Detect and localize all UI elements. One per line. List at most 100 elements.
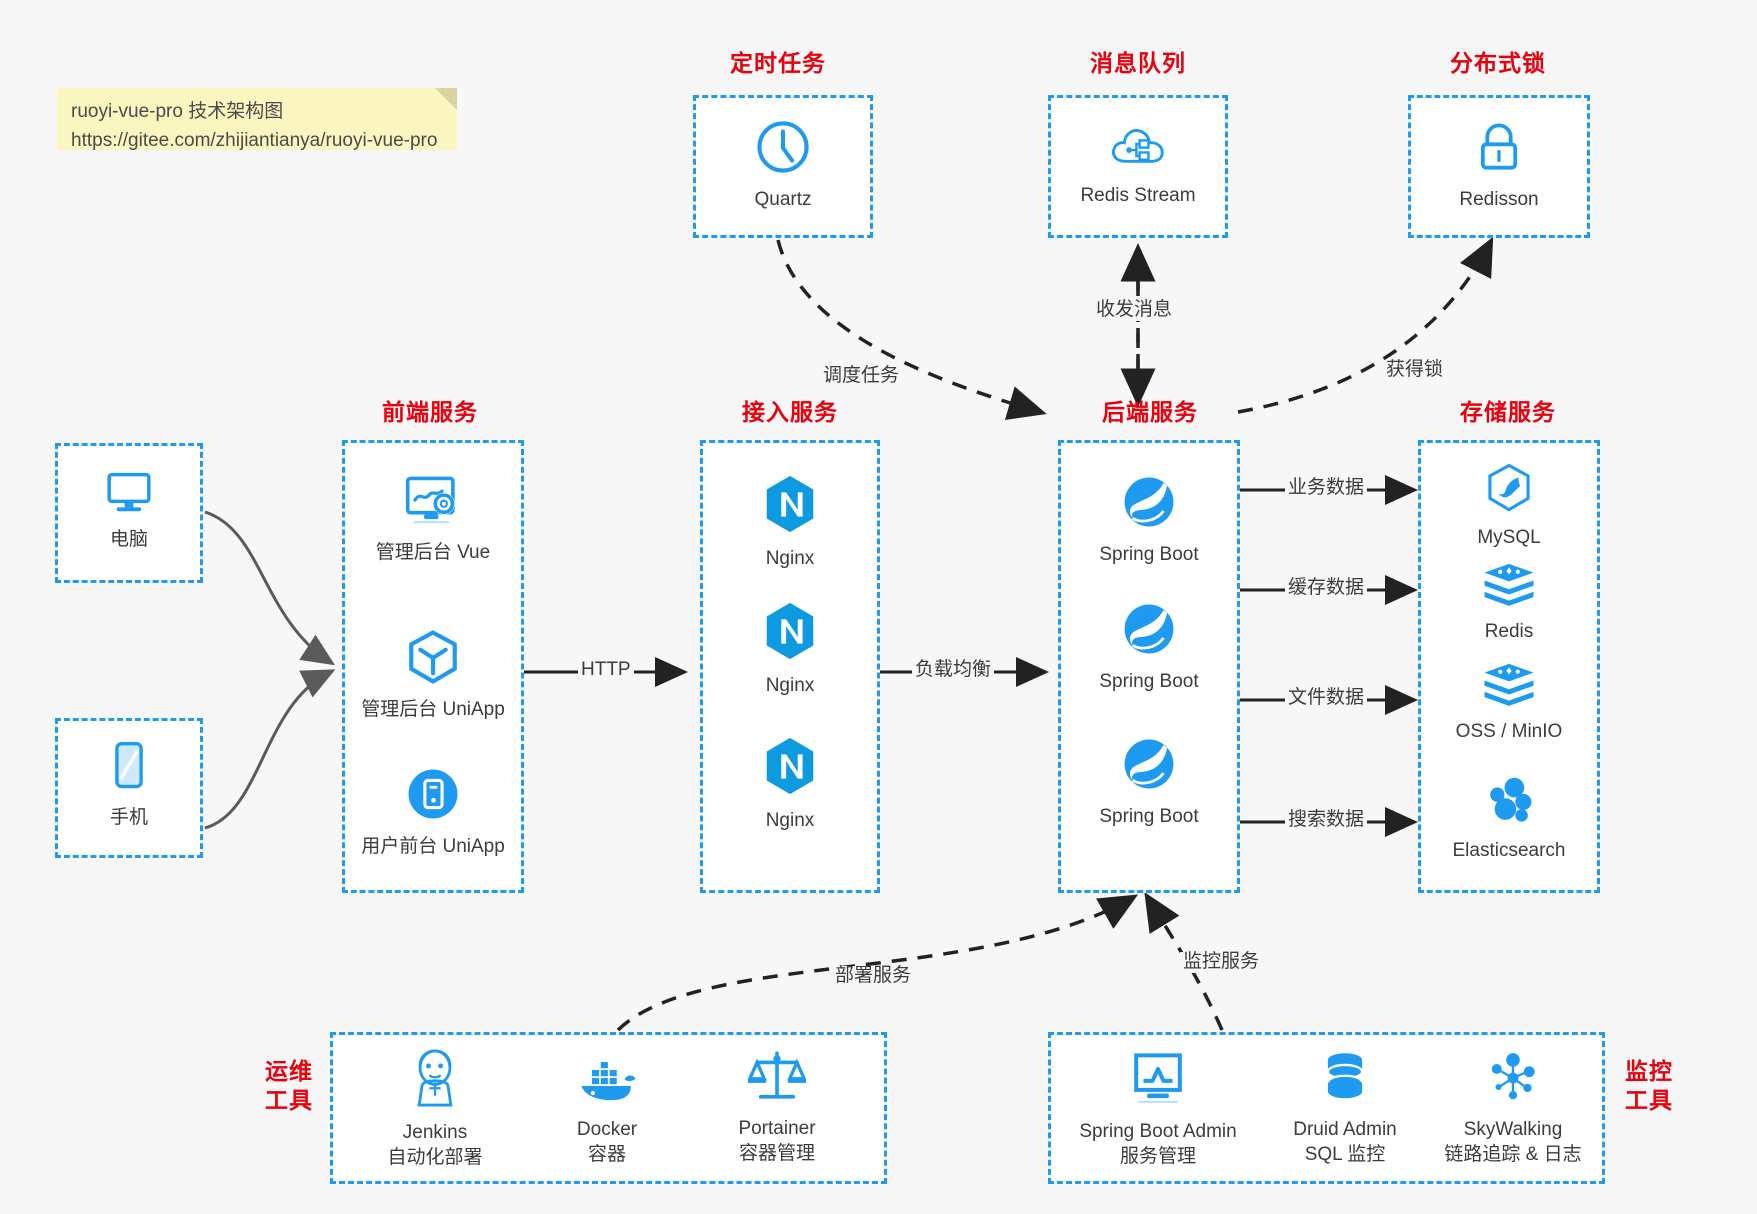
group-box-scheduled-task bbox=[693, 95, 873, 238]
node-spring-boot-1[interactable]: Spring Boot bbox=[1070, 473, 1228, 567]
node-label-desktop: 电脑 bbox=[109, 529, 148, 550]
node-skywalking[interactable]: SkyWalking 链路追踪 & 日志 bbox=[1425, 1050, 1601, 1167]
node-sub-jenkins: 自动化部署 bbox=[387, 1147, 483, 1169]
node-mysql[interactable]: MySQL bbox=[1430, 462, 1588, 550]
node-label-mysql: MySQL bbox=[1477, 527, 1541, 548]
database-stack-icon bbox=[1318, 1050, 1372, 1111]
node-label-user-uniapp: 用户前台 UniApp bbox=[361, 836, 505, 857]
node-sub-docker: 容器 bbox=[587, 1144, 626, 1166]
node-jenkins[interactable]: Jenkins 自动化部署 bbox=[355, 1047, 515, 1170]
node-label-nginx-3: Nginx bbox=[765, 810, 815, 831]
node-label-druid-admin: Druid Admin bbox=[1293, 1119, 1397, 1140]
node-docker[interactable]: Docker 容器 bbox=[527, 1050, 687, 1167]
spring-leaf-icon bbox=[1120, 473, 1178, 536]
lock-icon bbox=[1472, 118, 1526, 181]
group-title-backend-service: 后端服务 bbox=[1102, 399, 1198, 425]
edge-label-cache-data: 缓存数据 bbox=[1285, 577, 1368, 599]
node-admin-vue[interactable]: 管理后台 Vue bbox=[355, 473, 511, 565]
monitor-title-line2: 工具 bbox=[1625, 1086, 1673, 1113]
node-elasticsearch[interactable]: Elasticsearch bbox=[1420, 775, 1598, 863]
node-portainer[interactable]: Portainer 容器管理 bbox=[697, 1047, 857, 1166]
node-nginx-1[interactable]: Nginx bbox=[720, 473, 860, 571]
node-druid-admin[interactable]: Druid Admin SQL 监控 bbox=[1265, 1050, 1425, 1167]
group-title-storage-service: 存储服务 bbox=[1460, 399, 1556, 425]
node-label-mobile: 手机 bbox=[109, 807, 148, 828]
node-label-docker: Docker bbox=[576, 1119, 638, 1140]
node-sub-spring-boot-admin: 服务管理 bbox=[1119, 1146, 1196, 1168]
node-label-nginx-2: Nginx bbox=[765, 675, 815, 696]
node-label-skywalking: SkyWalking bbox=[1463, 1119, 1563, 1140]
node-nginx-3[interactable]: Nginx bbox=[720, 735, 860, 833]
note-line-url: https://gitee.com/zhijiantianya/ruoyi-vu… bbox=[71, 129, 438, 151]
node-label-admin-vue: 管理后台 Vue bbox=[375, 542, 491, 563]
node-sub-skywalking: 链路追踪 & 日志 bbox=[1444, 1144, 1582, 1166]
oss-stack-icon bbox=[1481, 660, 1537, 713]
group-box-message-queue bbox=[1048, 95, 1228, 238]
edge-label-acquire-lock: 获得锁 bbox=[1383, 359, 1447, 381]
node-label-redisson: Redisson bbox=[1459, 189, 1539, 210]
skywalking-node-icon bbox=[1485, 1050, 1541, 1111]
nginx-icon bbox=[761, 473, 819, 540]
nginx-icon bbox=[761, 600, 819, 667]
node-label-admin-uniapp: 管理后台 UniApp bbox=[361, 699, 505, 720]
group-title-devops-tools: 运维 工具 bbox=[257, 1057, 321, 1115]
edge-label-schedule-task: 调度任务 bbox=[820, 365, 903, 387]
spring-leaf-icon bbox=[1120, 600, 1178, 663]
mysql-dolphin-icon bbox=[1483, 462, 1535, 519]
spring-leaf-icon bbox=[1120, 735, 1178, 798]
node-label-elasticsearch: Elasticsearch bbox=[1452, 840, 1566, 861]
node-redisson[interactable]: Redisson bbox=[1428, 118, 1570, 212]
edge-label-http: HTTP bbox=[578, 659, 634, 681]
node-spring-boot-3[interactable]: Spring Boot bbox=[1070, 735, 1228, 829]
group-title-monitor-tools: 监控 工具 bbox=[1617, 1057, 1681, 1115]
node-desktop[interactable]: 电脑 bbox=[73, 466, 185, 552]
group-title-message-queue: 消息队列 bbox=[1090, 50, 1186, 76]
group-title-distributed-lock: 分布式锁 bbox=[1450, 50, 1546, 76]
node-label-redis-stream: Redis Stream bbox=[1080, 185, 1196, 206]
node-label-redis: Redis bbox=[1484, 621, 1534, 642]
edge-label-file-data: 文件数据 bbox=[1285, 687, 1368, 709]
node-spring-boot-2[interactable]: Spring Boot bbox=[1070, 600, 1228, 694]
node-user-uniapp[interactable]: 用户前台 UniApp bbox=[348, 765, 518, 859]
node-label-spring-boot-3: Spring Boot bbox=[1099, 806, 1199, 827]
node-label-portainer: Portainer bbox=[738, 1118, 816, 1139]
devops-title-line1: 运维 bbox=[265, 1058, 313, 1084]
node-redis-stream[interactable]: Redis Stream bbox=[1058, 120, 1218, 208]
nginx-icon bbox=[761, 735, 819, 802]
note-line-title: ruoyi-vue-pro 技术架构图 bbox=[71, 101, 284, 122]
mobile-phone-icon bbox=[106, 740, 152, 799]
devops-title-line2: 工具 bbox=[265, 1086, 313, 1113]
monitor-title-line1: 监控 bbox=[1625, 1058, 1673, 1084]
node-label-oss-minio: OSS / MinIO bbox=[1455, 721, 1563, 742]
uniapp-cube-icon bbox=[404, 628, 462, 691]
group-title-frontend-service: 前端服务 bbox=[382, 399, 478, 425]
node-redis[interactable]: Redis bbox=[1430, 560, 1588, 644]
note-fold-corner bbox=[435, 88, 457, 110]
node-label-spring-boot-admin: Spring Boot Admin bbox=[1079, 1121, 1237, 1142]
node-mobile[interactable]: 手机 bbox=[73, 740, 185, 830]
node-sub-druid-admin: SQL 监控 bbox=[1304, 1144, 1386, 1166]
group-box-client-desktop bbox=[55, 443, 203, 583]
app-circle-icon bbox=[404, 765, 462, 828]
group-title-access-service: 接入服务 bbox=[742, 399, 838, 425]
dashboard-settings-icon bbox=[402, 473, 464, 534]
edge-label-send-receive-message: 收发消息 bbox=[1093, 299, 1176, 321]
edge-label-deploy-service: 部署服务 bbox=[832, 965, 915, 987]
node-admin-uniapp[interactable]: 管理后台 UniApp bbox=[348, 628, 518, 722]
node-oss-minio[interactable]: OSS / MinIO bbox=[1425, 660, 1593, 744]
node-label-spring-boot-1: Spring Boot bbox=[1099, 544, 1199, 565]
node-label-jenkins: Jenkins bbox=[402, 1122, 468, 1143]
edge-label-search-data: 搜索数据 bbox=[1285, 809, 1368, 831]
node-sub-portainer: 容器管理 bbox=[738, 1143, 815, 1165]
redis-stack-icon bbox=[1481, 560, 1537, 613]
node-spring-boot-admin[interactable]: Spring Boot Admin 服务管理 bbox=[1062, 1050, 1254, 1169]
monitor-chart-icon bbox=[1128, 1050, 1188, 1113]
portainer-scale-icon bbox=[747, 1047, 807, 1110]
edge-label-load-balance: 负载均衡 bbox=[912, 659, 995, 681]
node-label-nginx-1: Nginx bbox=[765, 548, 815, 569]
node-quartz[interactable]: Quartz bbox=[713, 118, 853, 212]
group-title-scheduled-task: 定时任务 bbox=[730, 50, 826, 76]
clock-icon bbox=[754, 118, 812, 181]
node-nginx-2[interactable]: Nginx bbox=[720, 600, 860, 698]
